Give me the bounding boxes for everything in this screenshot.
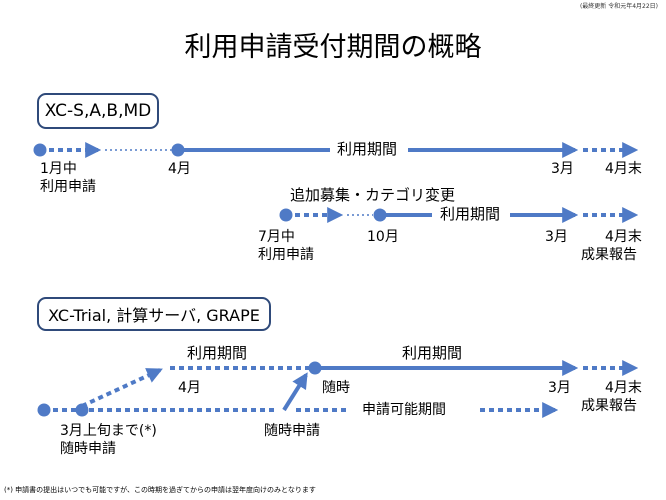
s2-apply-deadline: 3月上旬まで(*) <box>60 423 157 439</box>
s1-add-end-month: 3月 <box>545 229 568 245</box>
s2-april: 4月 <box>178 380 201 396</box>
s1-add-report-label: 成果報告 <box>581 247 637 263</box>
s2-period-right: 利用期間 <box>402 344 463 362</box>
section1-main-timeline <box>33 142 639 158</box>
section1-box: XC-S,A,B,MD <box>37 93 159 129</box>
apply-node <box>33 143 47 157</box>
s2-report-label: 成果報告 <box>581 398 637 414</box>
s1-add-apply-label: 利用申請 <box>258 247 314 263</box>
section2-timeline <box>37 360 639 418</box>
s1-end-month: 3月 <box>551 161 574 177</box>
s2-end-month: 3月 <box>548 380 571 396</box>
s2-period-top: 利用期間 <box>187 344 248 362</box>
section2-box: XC-Trial, 計算サーバ, GRAPE <box>37 297 271 331</box>
s2-anytime: 随時 <box>322 380 350 396</box>
s1-add-apply-month: 7月中 <box>258 229 295 245</box>
footnote: (*) 申請書の提出はいつでも可能ですが、この時期を過ぎてからの申請は翌年度向け… <box>4 486 316 494</box>
s1-apply-month: 1月中 <box>40 161 77 177</box>
s1-add-period-label: 利用期間 <box>440 205 501 223</box>
page-title: 利用申請受付期間の概略 <box>184 32 482 63</box>
s1-add-start-month: 10月 <box>367 229 399 245</box>
last-updated-note: (最終更新 令和元年4月22日) <box>579 3 658 10</box>
s1-add-report-month: 4月末 <box>605 229 642 245</box>
s2-apply-period-label: 申請可能期間 <box>362 402 446 418</box>
section1-additional-timeline <box>279 207 639 223</box>
s1-additional-header: 追加募集・カテゴリ変更 <box>290 186 456 204</box>
s1-period-label: 利用期間 <box>337 140 398 158</box>
s2-apply-label: 随時申請 <box>60 441 116 457</box>
s1-start-month: 4月 <box>168 161 191 177</box>
s1-apply-label: 利用申請 <box>40 179 96 195</box>
start-node <box>171 143 185 157</box>
s1-end2: 4月末 <box>605 161 642 177</box>
s2-anytime-apply: 随時申請 <box>264 423 320 439</box>
s2-report-month: 4月末 <box>605 380 642 396</box>
